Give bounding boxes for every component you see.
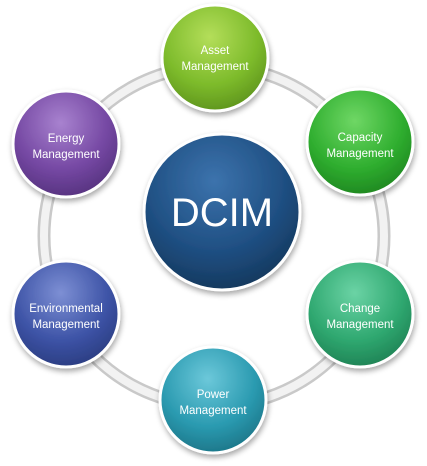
node-energy-label-line1: Energy xyxy=(48,133,85,145)
node-capacity-label-line1: Capacity xyxy=(338,132,383,144)
node-power-label-line2: Management xyxy=(179,405,247,417)
node-power-circle xyxy=(158,345,268,455)
node-asset-label-line1: Asset xyxy=(201,45,231,57)
node-change-label-line2: Management xyxy=(326,319,394,331)
node-capacity-management: Capacity Management xyxy=(305,87,415,197)
node-change-label-line1: Change xyxy=(340,303,380,315)
node-power-management: Power Management xyxy=(158,345,268,455)
node-capacity-circle xyxy=(305,87,415,197)
node-environmental-circle xyxy=(11,259,121,369)
node-change-circle xyxy=(305,259,415,369)
center-label: DCIM xyxy=(171,191,273,235)
node-asset-label-line2: Management xyxy=(181,61,249,73)
node-environmental-label-line1: Environmental xyxy=(29,303,103,315)
node-environmental-management: Environmental Management xyxy=(11,259,121,369)
node-energy-label-line2: Management xyxy=(32,149,100,161)
node-capacity-label-line2: Management xyxy=(326,148,394,160)
center-node: DCIM xyxy=(142,132,302,292)
node-energy-circle xyxy=(11,89,121,199)
node-asset-circle xyxy=(160,3,270,113)
center-circle xyxy=(142,132,302,292)
node-power-label-line1: Power xyxy=(197,389,230,401)
node-asset-management: Asset Management xyxy=(160,3,270,113)
node-change-management: Change Management xyxy=(305,259,415,369)
node-environmental-label-line2: Management xyxy=(32,319,100,331)
node-energy-management: Energy Management xyxy=(11,89,121,199)
